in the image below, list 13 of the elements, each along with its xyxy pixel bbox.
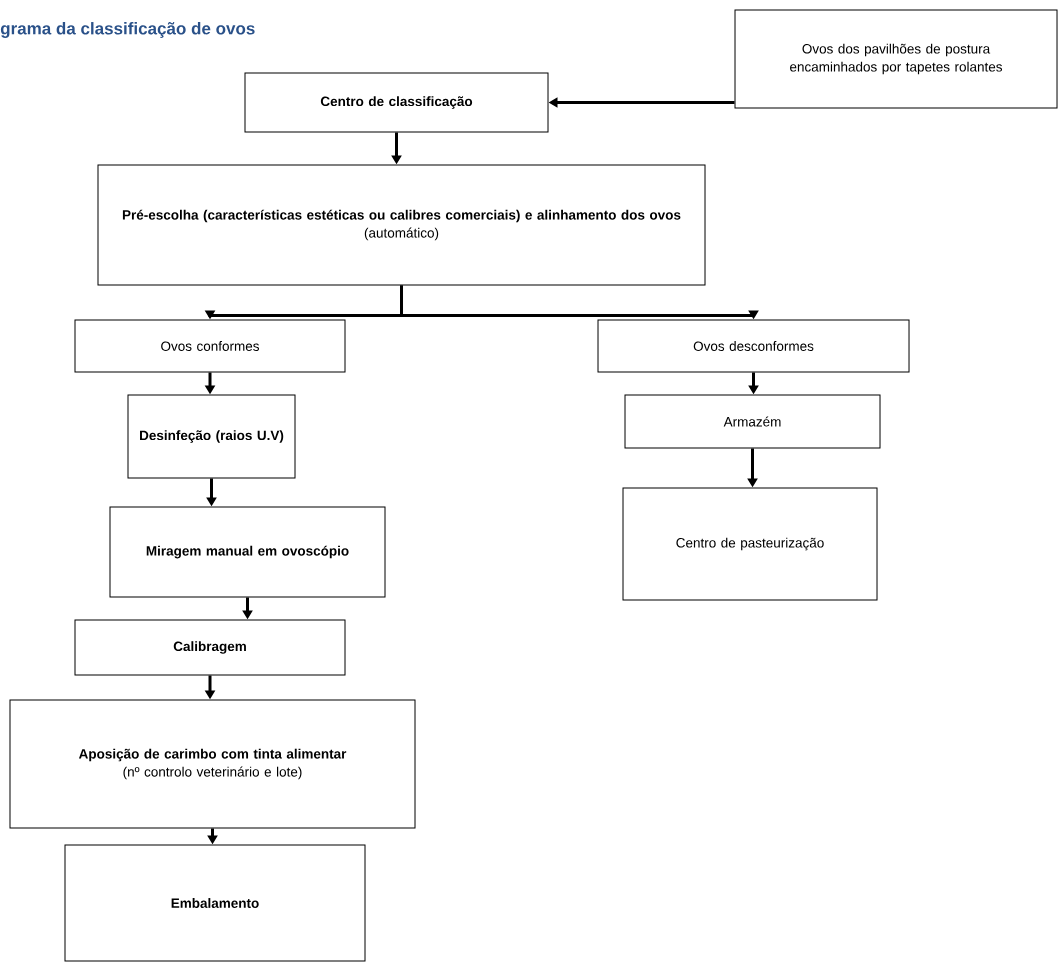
process-box: Embalamento — [64, 844, 366, 962]
process-box: Calibragem — [74, 619, 346, 676]
process-box: Pré-escolha (características estéticas ou calibres comerciais) e alinhamento dos ovos (automático) — [97, 164, 706, 286]
process-box: Ovos desconformes — [597, 319, 910, 373]
process-box: Miragem manual em ovoscópio — [109, 506, 386, 598]
process-box: Ovos dos pavilhões de postura encaminhados por tapetes rolantes — [734, 9, 1058, 109]
process-box: Centro de classificação — [244, 72, 549, 133]
title: grama da classificação de ovos — [0, 22, 255, 38]
process-box: Desinfeção (raios U.V) — [127, 394, 296, 479]
process-box: Ovos conformes — [74, 319, 346, 373]
process-box: Centro de pasteurização — [622, 487, 878, 601]
process-box: Armazém — [624, 394, 881, 449]
process-box: Aposição de carimbo com tinta alimentar (nº controlo veterinário e lote) — [9, 699, 416, 829]
